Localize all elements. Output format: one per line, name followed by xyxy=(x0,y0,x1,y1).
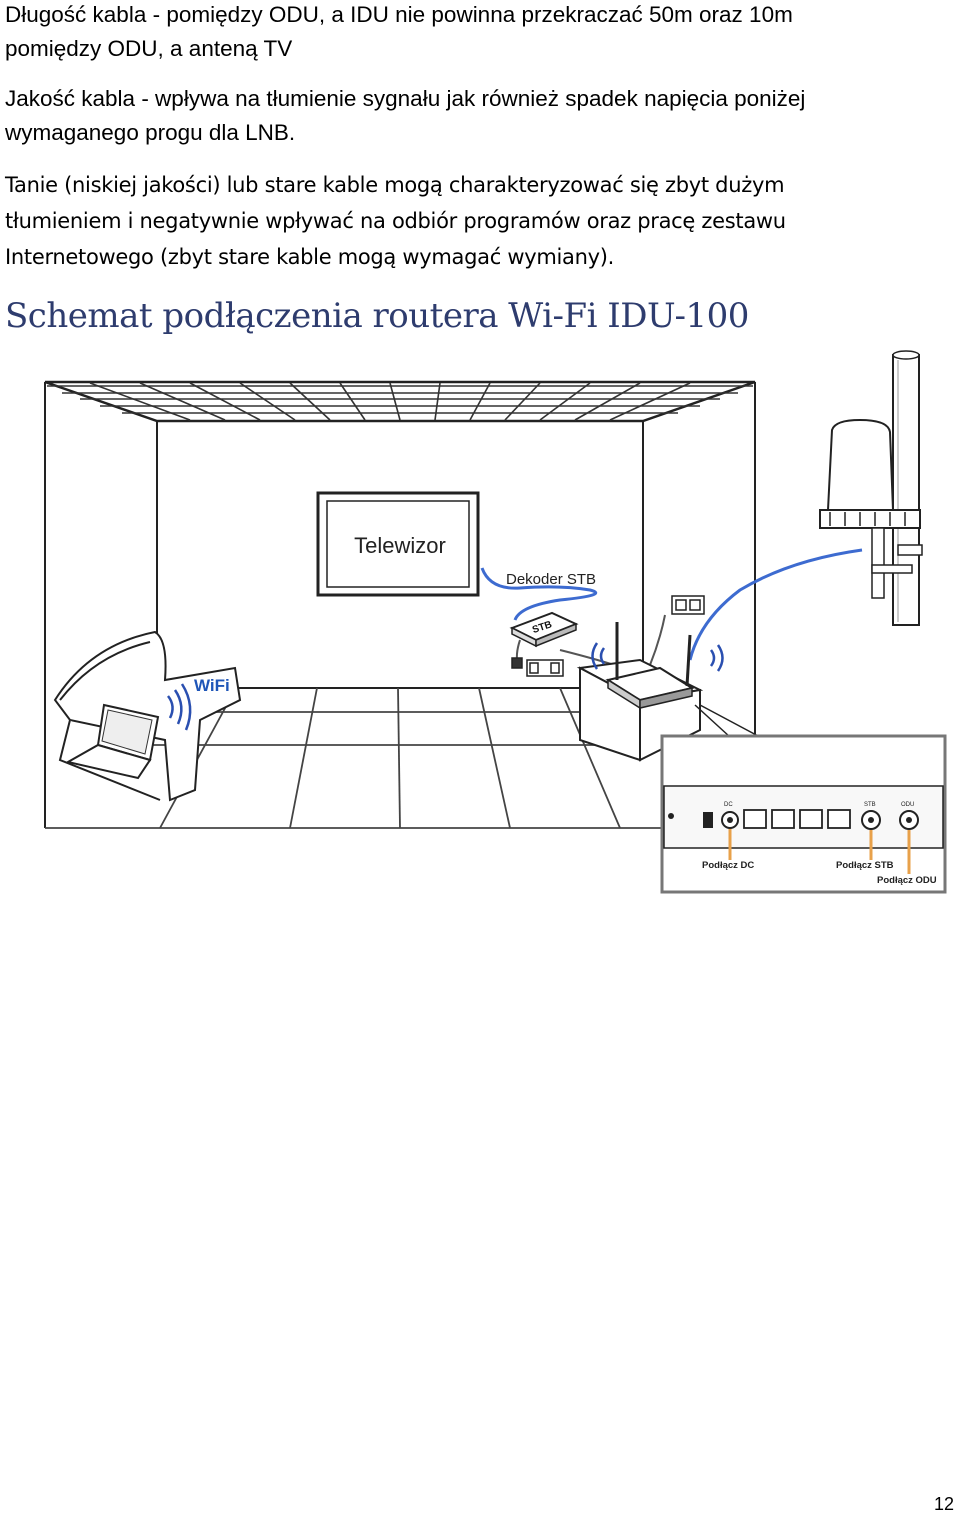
callout-odu-label: Podłącz ODU xyxy=(877,875,937,886)
callout-stb-label: Podłącz STB xyxy=(836,860,894,871)
stb-label: Dekoder STB xyxy=(506,571,596,588)
page-number: 12 xyxy=(933,1494,954,1514)
port-dc xyxy=(721,811,739,829)
paragraph-old-cables: Tanie (niskiej jakości) lub stare kable … xyxy=(5,167,786,275)
port-stb xyxy=(861,810,881,830)
paragraph-line: tłumieniem i negatywnie wpływać na odbió… xyxy=(5,209,786,233)
tv-label: Telewizor xyxy=(354,533,446,558)
tv-screen: Telewizor xyxy=(316,491,480,597)
router-rear-panel: DC STB ODU Podłącz DC Podłącz STB Podłąc… xyxy=(660,734,947,894)
paragraph-line: pomiędzy ODU, a anteną TV xyxy=(5,36,293,61)
paragraph-line: wymaganego progu dla LNB. xyxy=(5,120,296,145)
laptop-icon xyxy=(65,703,160,780)
paragraph-cable-quality: Jakość kabla - wpływa na tłumienie sygna… xyxy=(5,82,805,150)
router-wifi-waves-icon xyxy=(591,642,724,672)
paragraph-line: Jakość kabla - wpływa na tłumienie sygna… xyxy=(5,86,806,111)
section-heading: Schemat podłączenia routera Wi-Fi IDU-10… xyxy=(5,296,749,336)
router-icon xyxy=(605,622,695,710)
callout-dc-label: Podłącz DC xyxy=(702,860,754,871)
port-odu xyxy=(899,810,919,830)
paragraph-line: Długość kabla - pomiędzy ODU, a IDU nie … xyxy=(5,2,793,27)
laptop-wifi-waves-icon xyxy=(166,683,192,731)
coax-cables xyxy=(480,548,863,661)
port-odu-label: ODU xyxy=(901,802,914,808)
paragraph-line: Internetowego (zbyt stare kable mogą wym… xyxy=(5,245,614,269)
room-outline xyxy=(44,380,756,829)
port-stb-label: STB xyxy=(864,802,876,808)
wifi-label: WiFi xyxy=(194,676,230,695)
paragraph-line: Tanie (niskiej jakości) lub stare kable … xyxy=(5,173,785,197)
port-dc-label: DC xyxy=(724,802,733,808)
paragraph-cable-length: Długość kabla - pomiędzy ODU, a IDU nie … xyxy=(5,0,793,66)
antenna-pole xyxy=(892,350,920,626)
connection-diagram: Telewizor Dekoder STB STB xyxy=(44,350,947,894)
wall-socket-icon xyxy=(511,595,705,677)
odu-unit-icon xyxy=(819,418,923,599)
stb-box-icon: STB xyxy=(509,611,579,648)
callout-lines xyxy=(694,704,761,738)
